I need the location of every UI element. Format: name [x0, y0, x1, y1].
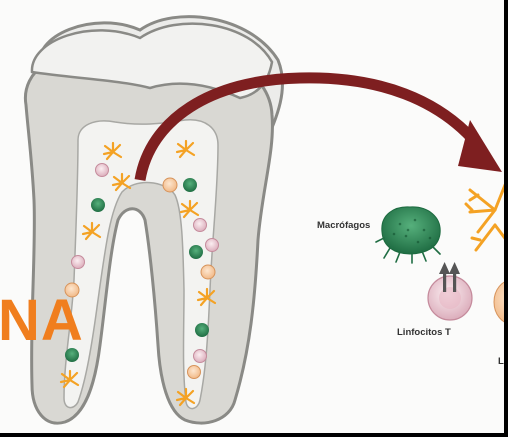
t-cell-icon	[428, 276, 472, 320]
dendritic-cell-icon	[466, 185, 504, 250]
macrophage-icon	[376, 207, 440, 263]
b-cell-icon	[494, 280, 504, 324]
macrophage-icon	[195, 323, 209, 337]
b-cell-icon	[188, 366, 201, 379]
b-cell-icon	[201, 265, 215, 279]
t-cell-icon	[194, 350, 207, 363]
t-cell-icon	[96, 164, 109, 177]
t-cell-icon	[206, 239, 219, 252]
macrophages-label: Macrófagos	[317, 220, 370, 231]
macrophage-icon	[183, 178, 197, 192]
tooth-illustration	[25, 17, 282, 424]
overlay-title-fragment: NA	[0, 292, 84, 350]
t-cell-icon	[72, 256, 85, 269]
macrophage-icon	[91, 198, 105, 212]
macrophage-icon	[189, 245, 203, 259]
t-cell-icon	[194, 219, 207, 232]
cropped-cell-label: Li	[498, 356, 504, 367]
b-cell-icon	[163, 178, 177, 192]
t-lymphocytes-label: Linfocitos T	[397, 327, 451, 338]
